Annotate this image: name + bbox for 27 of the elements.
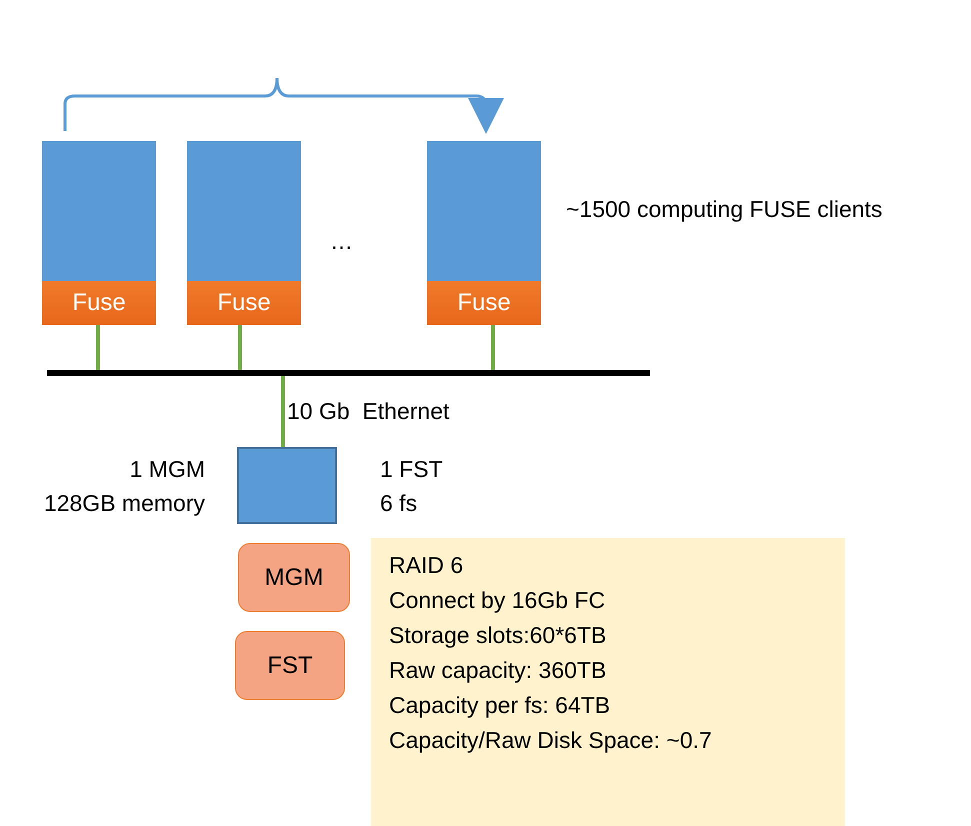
network-bus — [47, 370, 650, 376]
server-note: 1 MGM — [128, 456, 205, 483]
note-text: ~1500 computing FUSE clients — [566, 196, 882, 223]
fuse-label: Fuse — [187, 281, 301, 325]
service-box: FST — [235, 631, 345, 700]
connector-line — [238, 325, 242, 370]
fuse-label: Fuse — [427, 281, 541, 325]
spec-text: Raw capacity: 360TB — [389, 657, 608, 684]
spec-text: Capacity/Raw Disk Space: ~0.7 — [389, 727, 713, 754]
server-note: 128GB memory — [42, 490, 205, 517]
info-panel — [371, 538, 845, 826]
connector-line — [491, 325, 495, 370]
spec-text: Storage slots:60*6TB — [389, 622, 608, 649]
client-node — [42, 141, 156, 325]
connector-line — [96, 325, 100, 370]
connector-line — [281, 376, 285, 447]
spec-text: RAID 6 — [389, 552, 464, 579]
server-box — [237, 447, 337, 524]
fuse-label: Fuse — [42, 281, 156, 325]
service-box: MGM — [238, 543, 350, 612]
spec-text: Capacity per fs: 64TB — [389, 692, 612, 719]
server-note: 6 fs — [380, 490, 418, 517]
client-node — [427, 141, 541, 325]
spec-text: Connect by 16Gb FC — [389, 587, 606, 614]
server-note: 1 FST — [380, 456, 444, 483]
client-node — [187, 141, 301, 325]
ellipsis: … — [330, 228, 353, 255]
